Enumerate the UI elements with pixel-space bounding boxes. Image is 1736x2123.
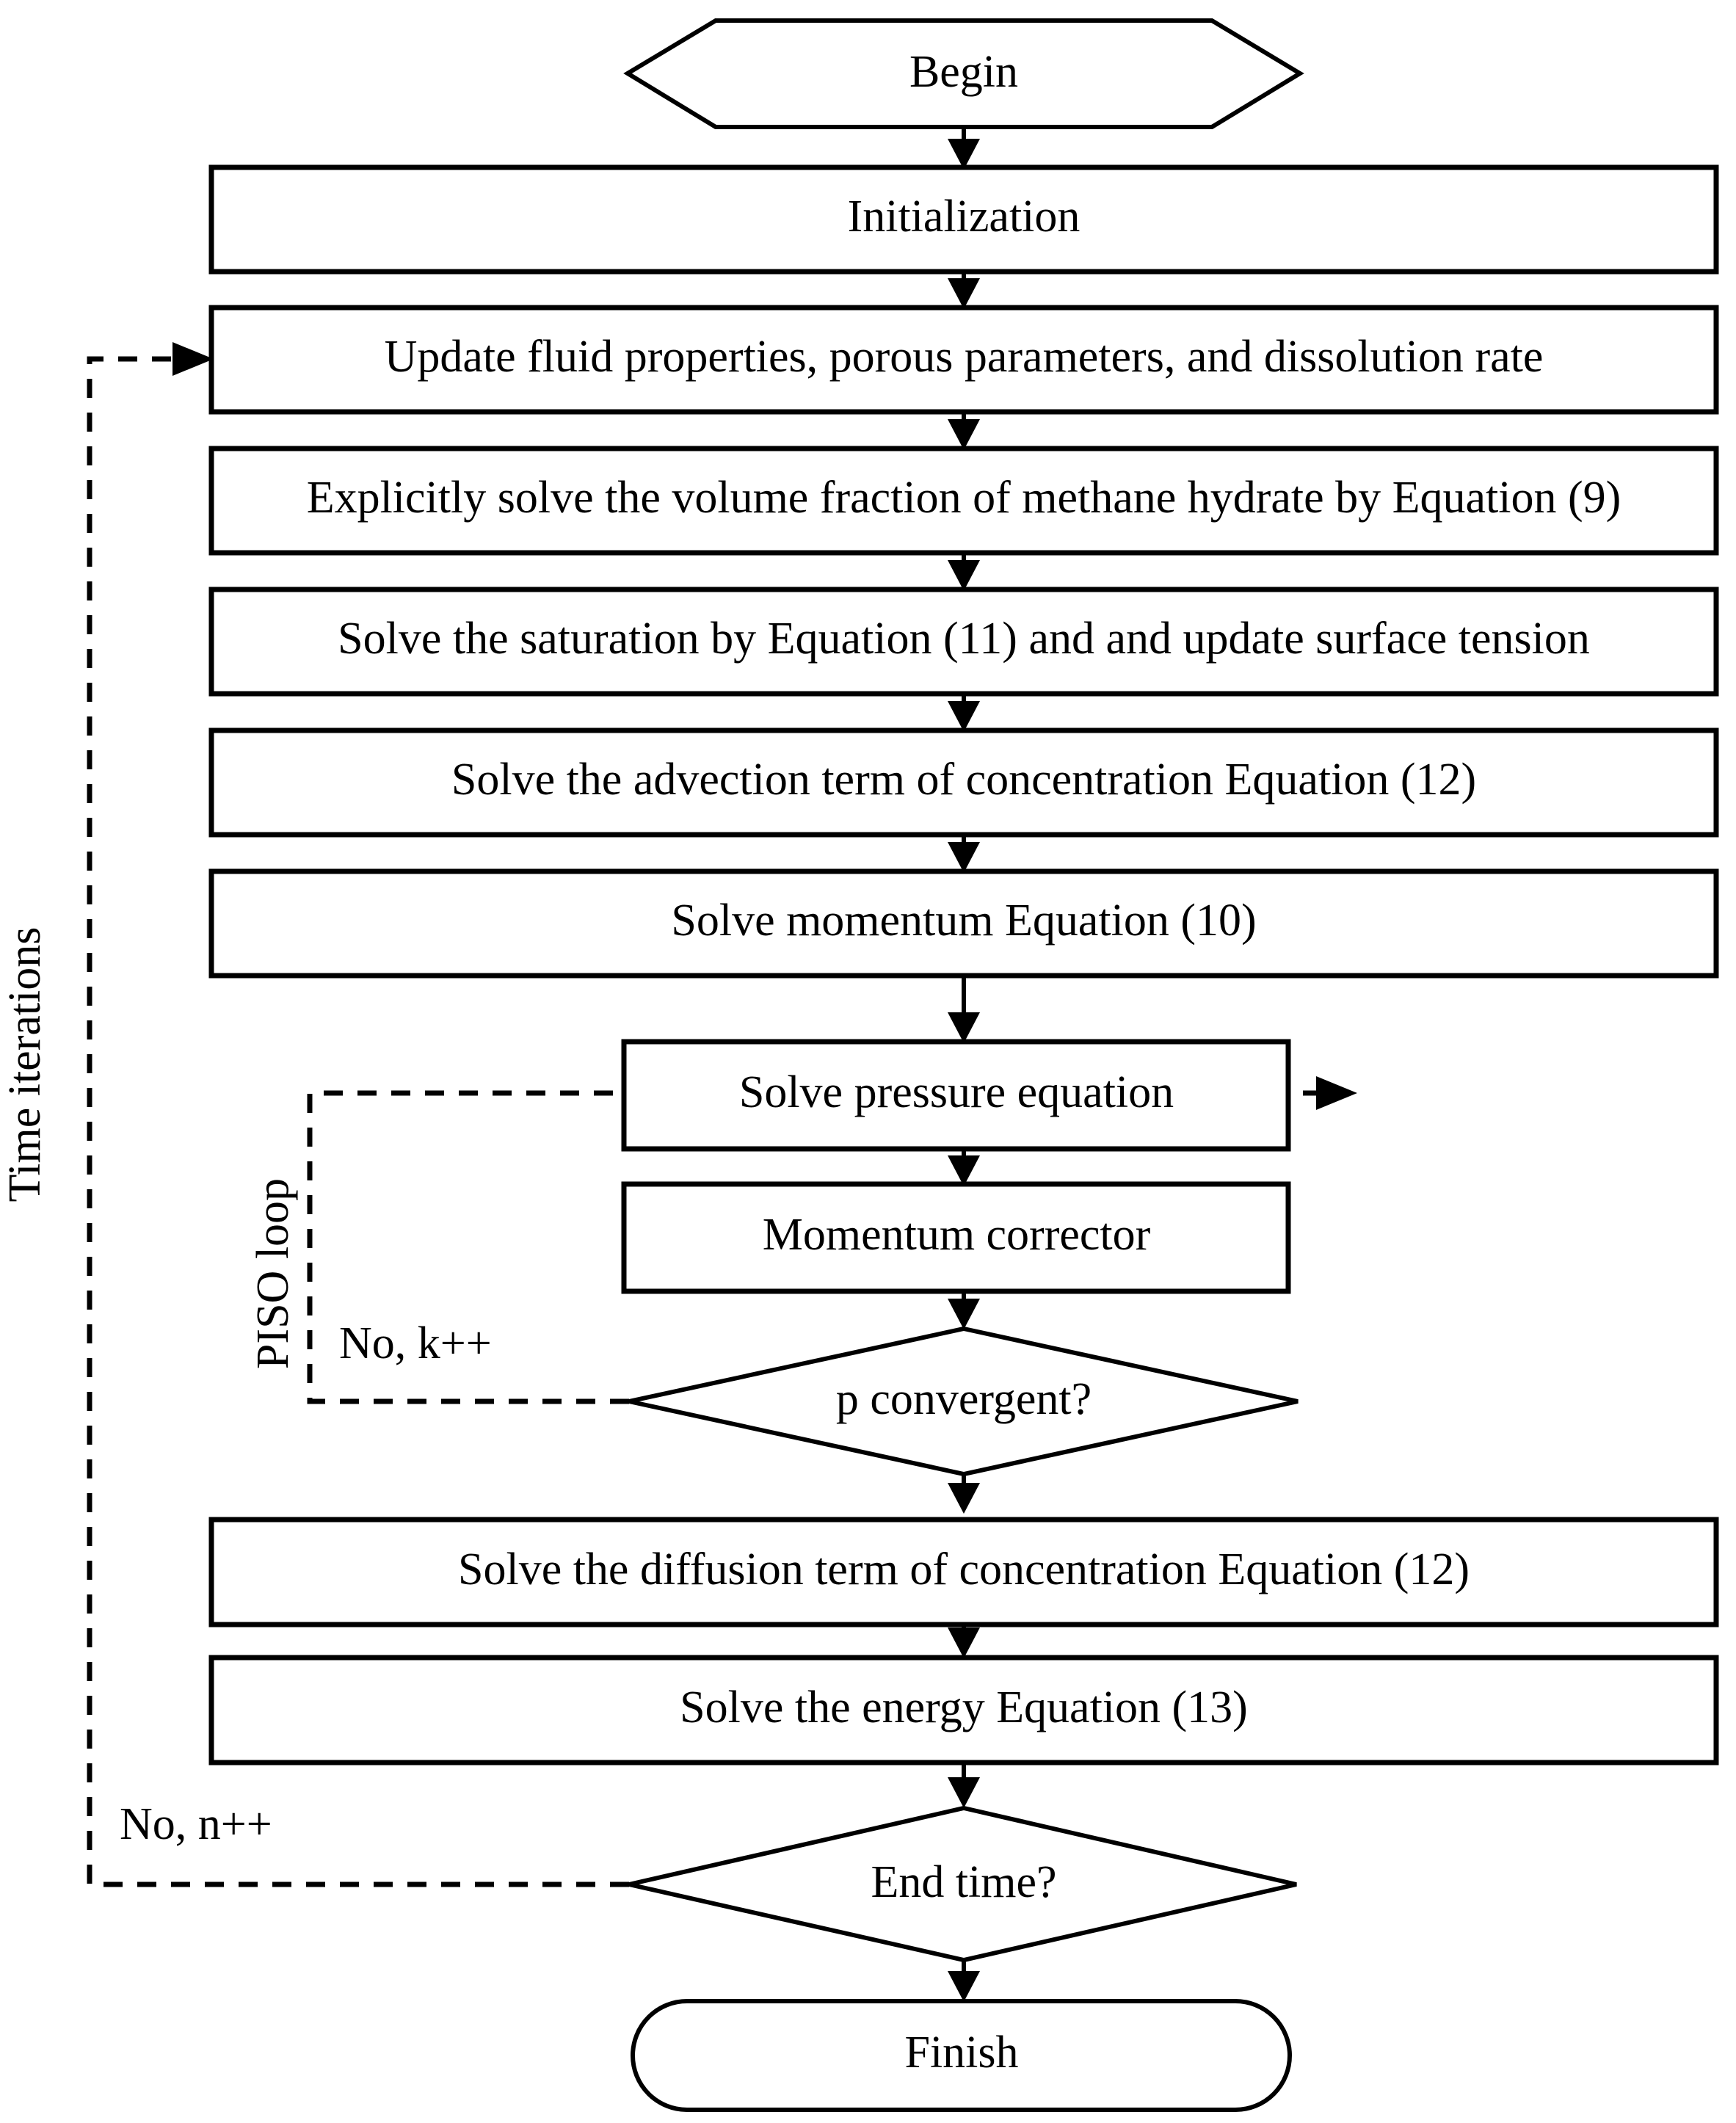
connector-end-time-to-finish bbox=[948, 1960, 980, 2002]
node-initialization-label: Initialization bbox=[848, 192, 1081, 242]
node-p-convergent-label: p convergent? bbox=[836, 1374, 1092, 1424]
connector-momentum-to-pressure bbox=[948, 976, 980, 1043]
node-advection-label: Solve the advection term of concentratio… bbox=[451, 755, 1476, 805]
node-initialization[interactable]: Initialization bbox=[208, 164, 1719, 275]
node-momentum-label: Solve momentum Equation (10) bbox=[671, 896, 1256, 946]
feedback-loop-time-iterations bbox=[87, 342, 629, 1887]
node-saturation[interactable]: Solve the saturation by Equation (11) an… bbox=[208, 587, 1719, 697]
node-p-convergent[interactable]: p convergent? bbox=[628, 1326, 1299, 1477]
node-energy-label: Solve the energy Equation (13) bbox=[680, 1683, 1248, 1732]
node-end-time[interactable]: End time? bbox=[628, 1805, 1297, 1963]
node-volume-fraction-label: Explicitly solve the volume fraction of … bbox=[307, 473, 1621, 523]
node-update-properties[interactable]: Update fluid properties, porous paramete… bbox=[208, 305, 1719, 415]
node-finish[interactable]: Finish bbox=[631, 1999, 1292, 2112]
node-end-time-label: End time? bbox=[871, 1857, 1056, 1907]
node-pressure[interactable]: Solve pressure equation bbox=[621, 1039, 1291, 1152]
connector-energy-to-end-time bbox=[948, 1762, 980, 1808]
loop-label-time-iterations: Time iterations bbox=[0, 927, 50, 1202]
node-update-properties-label: Update fluid properties, porous paramete… bbox=[385, 332, 1544, 382]
node-begin-label: Begin bbox=[909, 47, 1018, 97]
node-momentum[interactable]: Solve momentum Equation (10) bbox=[208, 868, 1719, 979]
connector-begin-to-initialization bbox=[948, 127, 980, 170]
connector-advection-to-momentum bbox=[948, 835, 980, 873]
connector-p-convergent-to-diffusion bbox=[948, 1474, 980, 1514]
node-diffusion-label: Solve the diffusion term of concentratio… bbox=[458, 1545, 1470, 1594]
loop-label-piso: PISO loop bbox=[248, 1178, 298, 1369]
edge-label-time-no: No, n++ bbox=[120, 1799, 272, 1849]
node-momentum-corrector[interactable]: Momentum corrector bbox=[621, 1181, 1291, 1294]
node-saturation-label: Solve the saturation by Equation (11) an… bbox=[338, 614, 1590, 664]
node-volume-fraction[interactable]: Explicitly solve the volume fraction of … bbox=[208, 446, 1719, 556]
connector-initialization-to-update bbox=[948, 272, 980, 309]
connector-momentum-corrector-to-p-convergent bbox=[948, 1291, 980, 1329]
node-begin[interactable]: Begin bbox=[623, 18, 1304, 129]
connector-update-to-volume-fraction bbox=[948, 412, 980, 450]
node-finish-label: Finish bbox=[904, 2028, 1018, 2077]
node-pressure-label: Solve pressure equation bbox=[739, 1067, 1174, 1117]
edge-label-piso-no: No, k++ bbox=[339, 1318, 492, 1368]
node-momentum-corrector-label: Momentum corrector bbox=[763, 1210, 1151, 1260]
connector-diffusion-to-energy bbox=[948, 1625, 980, 1658]
connector-pressure-to-momentum-corrector bbox=[948, 1149, 980, 1186]
node-diffusion[interactable]: Solve the diffusion term of concentratio… bbox=[208, 1517, 1719, 1627]
connector-volume-fraction-to-saturation bbox=[948, 553, 980, 591]
node-energy[interactable]: Solve the energy Equation (13) bbox=[208, 1655, 1719, 1765]
connector-saturation-to-advection bbox=[948, 694, 980, 732]
node-advection[interactable]: Solve the advection term of concentratio… bbox=[208, 727, 1719, 838]
